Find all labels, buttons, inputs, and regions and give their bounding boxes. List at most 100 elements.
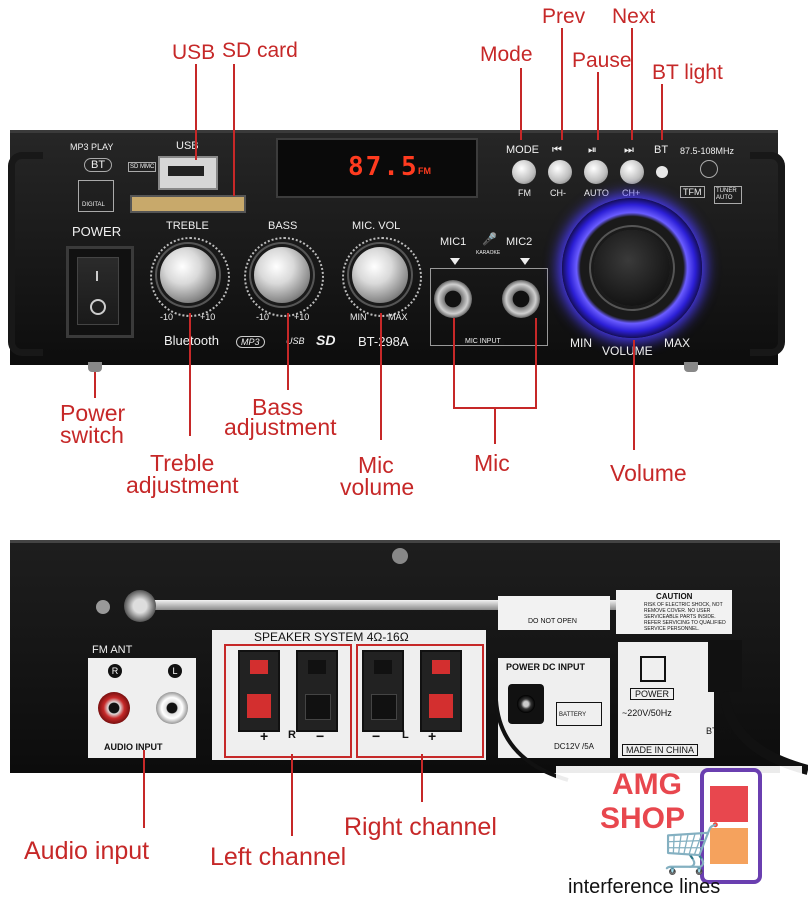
sd-logo: SD (316, 332, 336, 348)
karaoke-label: KARAOKE (476, 250, 501, 256)
rear-screw-left (96, 600, 110, 614)
mic-input-label: MIC INPUT (462, 338, 504, 345)
right-l-mark: L (402, 729, 409, 741)
power-label: POWER (72, 224, 122, 239)
treble-knob[interactable] (160, 247, 216, 303)
volume-knob[interactable] (594, 230, 670, 306)
next-icon: ⏭ (624, 144, 634, 156)
shop-logo-amg: AMG (612, 768, 682, 801)
right-plus-mark: + (428, 728, 437, 744)
right-positive-terminal[interactable] (420, 650, 462, 732)
power-cord (708, 640, 808, 775)
callout-volume: Volume (610, 460, 687, 486)
next-button[interactable] (620, 160, 644, 184)
bass-ring (244, 237, 324, 317)
pause-button[interactable] (584, 160, 608, 184)
mic-vol-label: MIC. VOL (352, 220, 401, 232)
fm-antenna-base (124, 590, 156, 622)
front-foot-right (684, 362, 698, 372)
mic-vol-min: MIN (350, 312, 367, 322)
callout-bass-1: Bass (252, 394, 304, 420)
digital-badge (78, 180, 114, 212)
right-negative-terminal[interactable] (362, 650, 404, 732)
bass-min: -10 (256, 312, 270, 322)
left-negative-terminal[interactable] (296, 650, 338, 732)
mic2-label: MIC2 (506, 236, 533, 248)
mic1-jack[interactable] (434, 280, 472, 318)
prev-icon: ⏮ (552, 144, 562, 156)
bt-led (656, 166, 668, 178)
bass-label: BASS (268, 220, 298, 232)
ac-power-box (618, 642, 714, 758)
callout-sd-card: SD card (222, 39, 298, 62)
power-on-mark (96, 271, 98, 281)
usb-slot (168, 166, 204, 176)
right-channel-outline (356, 644, 484, 758)
karaoke-icon: 🎤 (482, 232, 497, 246)
callout-power-switch-1: Power (60, 400, 126, 426)
mode-button[interactable] (512, 160, 536, 184)
dc-cable (494, 700, 569, 782)
callout-bt-light: BT light (652, 61, 723, 84)
speaker-system-label: SPEAKER SYSTEM 4Ω-16Ω (254, 630, 409, 644)
ac-power-label: POWER (630, 688, 675, 700)
volume-min-label: MIN (570, 336, 592, 350)
fm-ant-label: FM ANT (92, 644, 133, 656)
fm-display: 87.5 FM (276, 138, 478, 198)
left-minus-mark: − (316, 728, 325, 744)
mic-vol-knob[interactable] (352, 247, 408, 303)
bass-knob[interactable] (254, 247, 310, 303)
power-dc-input-label: POWER DC INPUT (506, 662, 586, 672)
warning-sticker (498, 596, 610, 630)
left-handle (8, 152, 43, 356)
mp3-logo: MP3 (236, 336, 265, 348)
left-channel-outline (224, 644, 352, 758)
callout-mic: Mic (474, 450, 510, 476)
rear-screw (392, 548, 408, 564)
mp3-play-label: MP3 PLAY (70, 142, 114, 152)
volume-max-label: MAX (664, 336, 691, 350)
model-label: BT-298A (358, 334, 409, 349)
rca-left-jack[interactable] (156, 692, 188, 724)
do-not-open-label: DO NOT OPEN (528, 618, 577, 625)
mode-button-label: MODE (506, 144, 539, 156)
usb-logo: USB (286, 336, 305, 346)
callout-mic-volume-2: volume (340, 474, 415, 500)
usb-port-label: USB (176, 140, 199, 152)
left-positive-terminal[interactable] (238, 650, 280, 732)
dc-jack[interactable] (508, 684, 544, 724)
sd-mmc-label: SD MMC (128, 162, 157, 172)
bt-led-label: BT (654, 144, 669, 156)
bass-max: +10 (294, 312, 310, 322)
fm-label: FM (518, 188, 531, 198)
callout-next: Next (612, 5, 656, 28)
dc-spec-label: DC12V /5A (554, 742, 595, 751)
mic2-jack[interactable] (502, 280, 540, 318)
mic1-label: MIC1 (440, 236, 467, 248)
band-label: 87.5-108MHz (680, 146, 735, 156)
rear-callout-lines (143, 750, 423, 836)
ac-power-switch[interactable] (640, 656, 666, 682)
volume-label: VOLUME (602, 344, 653, 358)
ch-minus-label: CH- (550, 188, 566, 198)
treble-min: -10 (160, 312, 174, 322)
auto-label: AUTO (584, 188, 609, 198)
callout-left-channel: Left channel (210, 843, 347, 871)
treble-label: TREBLE (166, 220, 209, 232)
callout-power-switch-2: switch (60, 422, 124, 448)
sd-card-slot[interactable] (130, 195, 246, 213)
play-pause-icon: ⏯ (588, 144, 597, 156)
ch-plus-label: CH+ (622, 188, 641, 198)
mic1-arrow (450, 258, 460, 265)
prev-button[interactable] (548, 160, 572, 184)
ac-spec-label: ~220V/50Hz (622, 708, 672, 718)
mic2-arrow (520, 258, 530, 265)
power-switch[interactable] (66, 246, 134, 338)
tune-icon (700, 160, 718, 178)
r-channel-badge: R (108, 664, 122, 678)
battery-icon (556, 702, 602, 726)
callout-mic-volume-1: Mic (358, 452, 394, 478)
rca-right-jack[interactable] (98, 692, 130, 724)
callout-bass-2: adjustment (224, 414, 337, 440)
made-in-label: MADE IN CHINA (622, 744, 699, 756)
